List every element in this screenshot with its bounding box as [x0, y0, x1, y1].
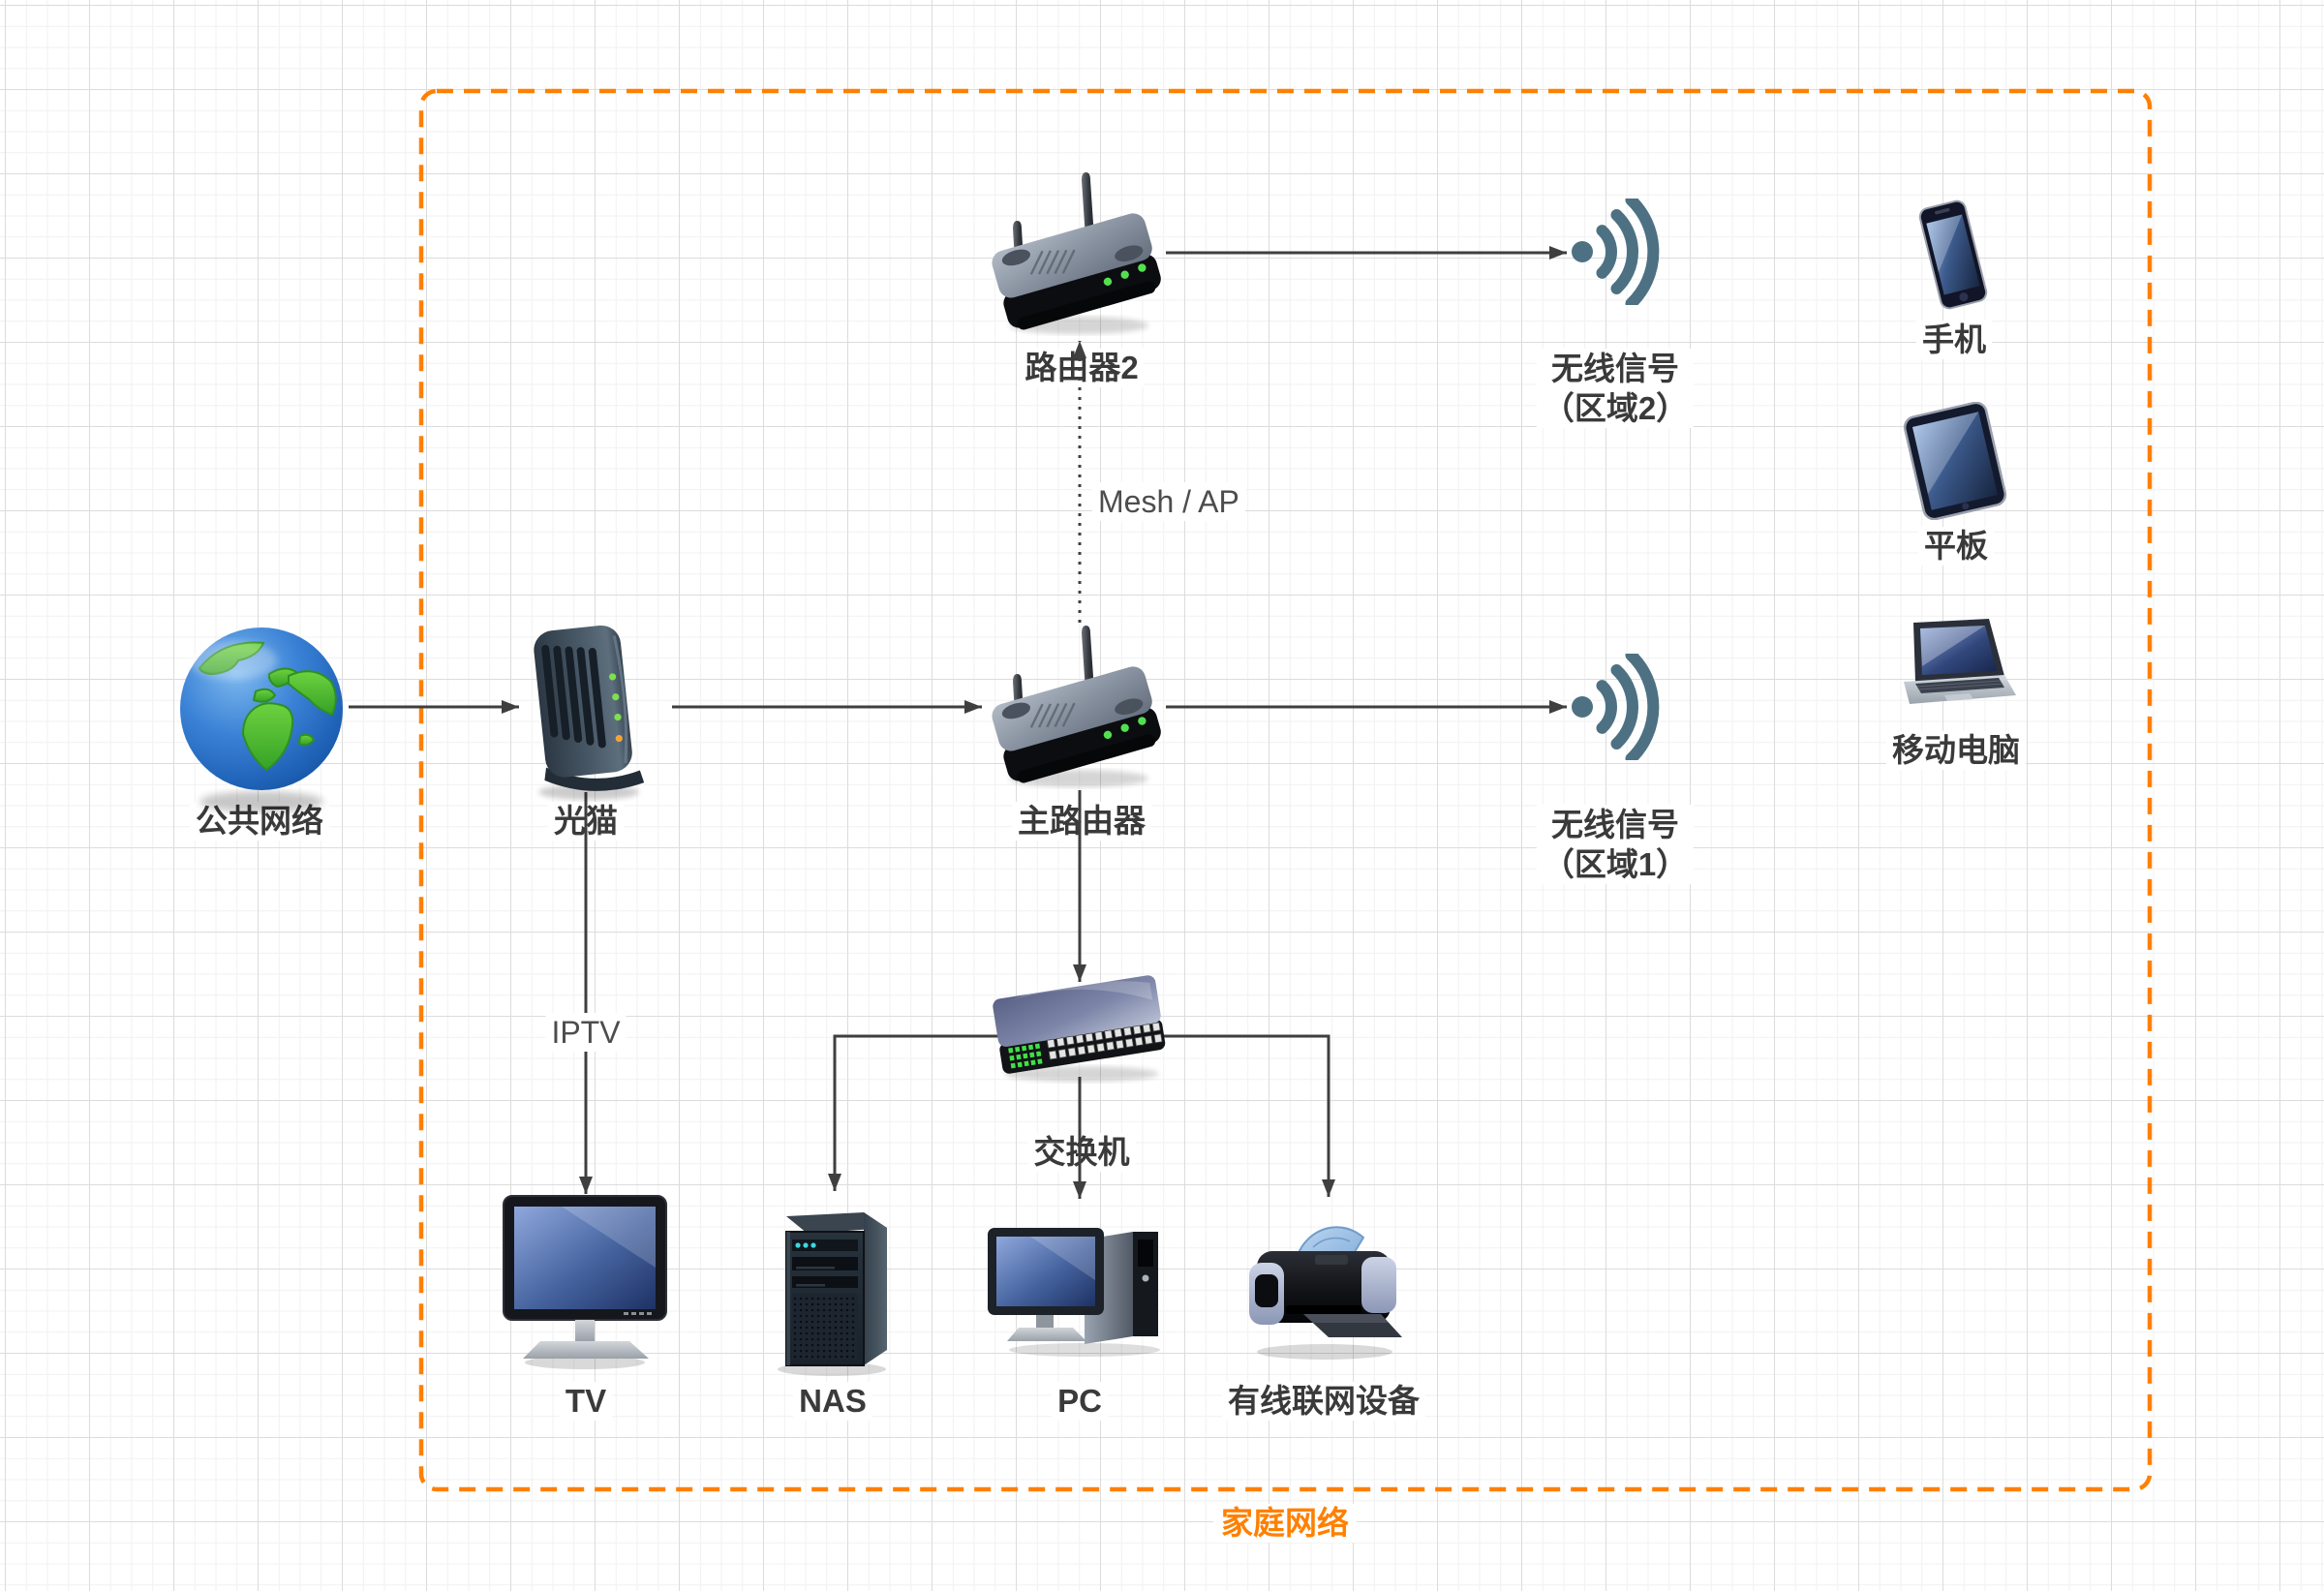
wireless-router-icon — [990, 165, 1169, 341]
mesh-ap-edge-label: Mesh / AP — [1092, 482, 1245, 521]
wifi-signal-icon — [1567, 199, 1681, 305]
wireless-router-icon — [990, 618, 1169, 794]
laptop-label: 移动电脑 — [1886, 731, 2026, 770]
wired-device-label: 有线联网设备 — [1222, 1382, 1425, 1421]
network-switch-icon — [990, 971, 1169, 1086]
edge-switch-wired-device — [1160, 1034, 1335, 1197]
pc-label: PC — [1052, 1382, 1108, 1421]
wifi-zone2-label-line2: （区域2） — [1542, 390, 1689, 426]
printer-icon — [1236, 1199, 1412, 1362]
tablet-label: 平板 — [1918, 527, 1994, 566]
wifi-zone1-label-line1: 无线信号 — [1550, 807, 1679, 842]
main-router-label: 主路由器 — [1012, 802, 1151, 841]
smartphone-icon — [1915, 196, 1991, 314]
router2-label: 路由器2 — [1019, 349, 1145, 387]
modem-label: 光猫 — [548, 802, 624, 841]
desktop-pc-icon — [988, 1218, 1170, 1358]
home-network-boundary-label: 家庭网络 — [1213, 1504, 1357, 1543]
iptv-edge-label: IPTV — [545, 1013, 627, 1052]
nas-tower-icon — [763, 1197, 901, 1377]
nas-label: NAS — [793, 1382, 872, 1421]
tv-label: TV — [559, 1382, 613, 1421]
switch-label: 交换机 — [1027, 1133, 1136, 1172]
modem-icon — [521, 618, 652, 802]
wifi-zone1-label-line2: （区域1） — [1542, 846, 1689, 882]
wifi-signal-icon — [1567, 654, 1681, 760]
phone-label: 手机 — [1916, 321, 1992, 359]
wifi-zone1-label: 无线信号 （区域1） — [1536, 805, 1695, 884]
wifi-zone2-label: 无线信号 （区域2） — [1536, 349, 1695, 428]
edge-switch-nas — [828, 1034, 1002, 1191]
laptop-icon — [1894, 618, 2018, 717]
tv-icon — [502, 1194, 668, 1372]
tablet-icon — [1901, 402, 2009, 520]
globe-icon — [176, 624, 347, 817]
wifi-zone2-label-line1: 无线信号 — [1550, 351, 1679, 386]
